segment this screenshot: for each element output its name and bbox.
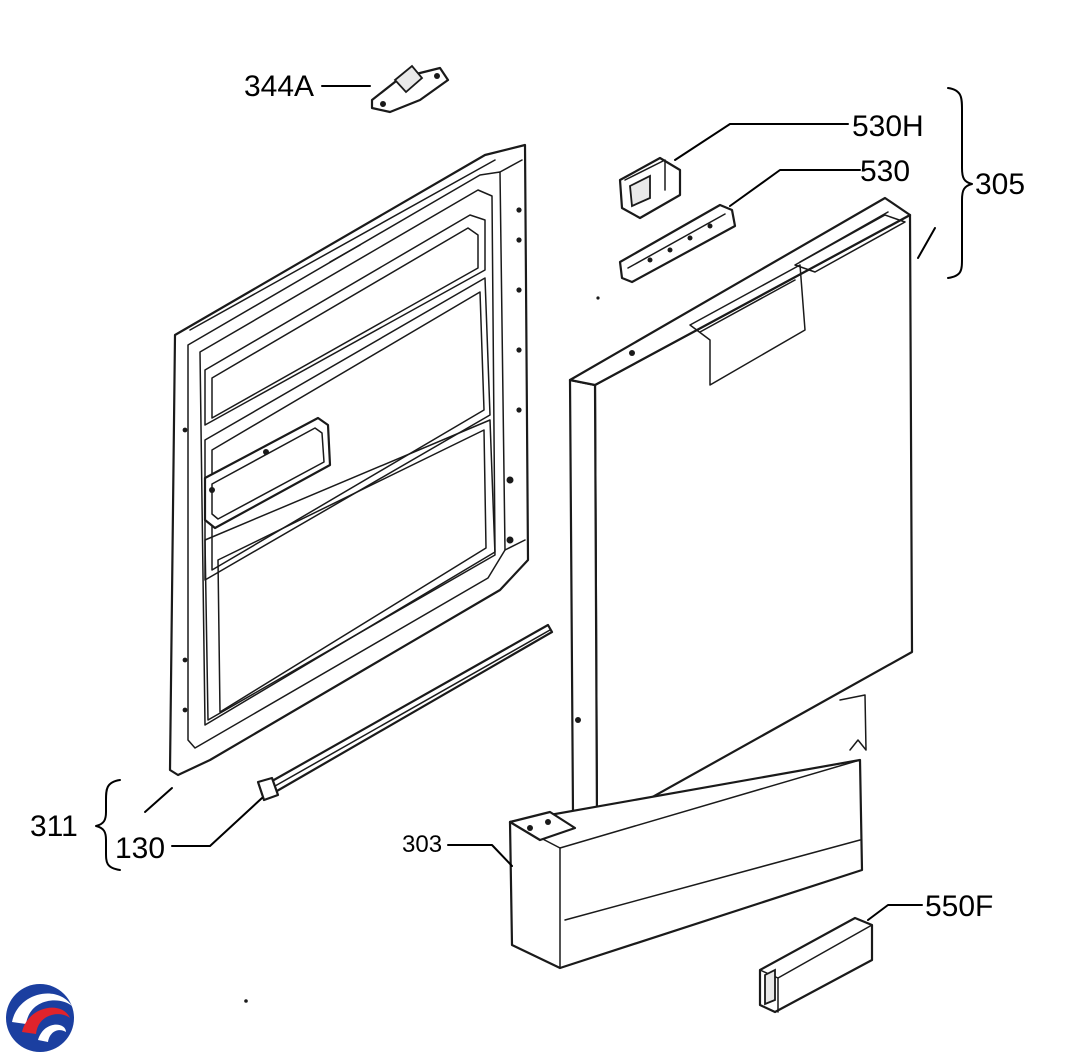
label-344a: 344A (244, 70, 314, 103)
label-530h: 530H (852, 110, 924, 143)
part-530-rail (618, 203, 737, 284)
leader-lines (144, 85, 936, 921)
label-311: 311 (30, 810, 78, 843)
brand-logo-icon (6, 984, 74, 1052)
label-550f: 550F (925, 890, 993, 923)
part-550f (758, 916, 874, 1014)
part-530h-latch (618, 156, 682, 220)
label-305: 305 (975, 168, 1025, 201)
kick-plate (508, 694, 867, 970)
part-344a (370, 64, 450, 114)
door-seal-strip (256, 623, 554, 802)
label-303: 303 (402, 831, 442, 858)
label-530: 530 (860, 155, 910, 188)
outer-door-panel (568, 196, 914, 830)
braces (95, 87, 973, 871)
inner-door-panel (168, 143, 530, 777)
label-130: 130 (115, 832, 165, 865)
